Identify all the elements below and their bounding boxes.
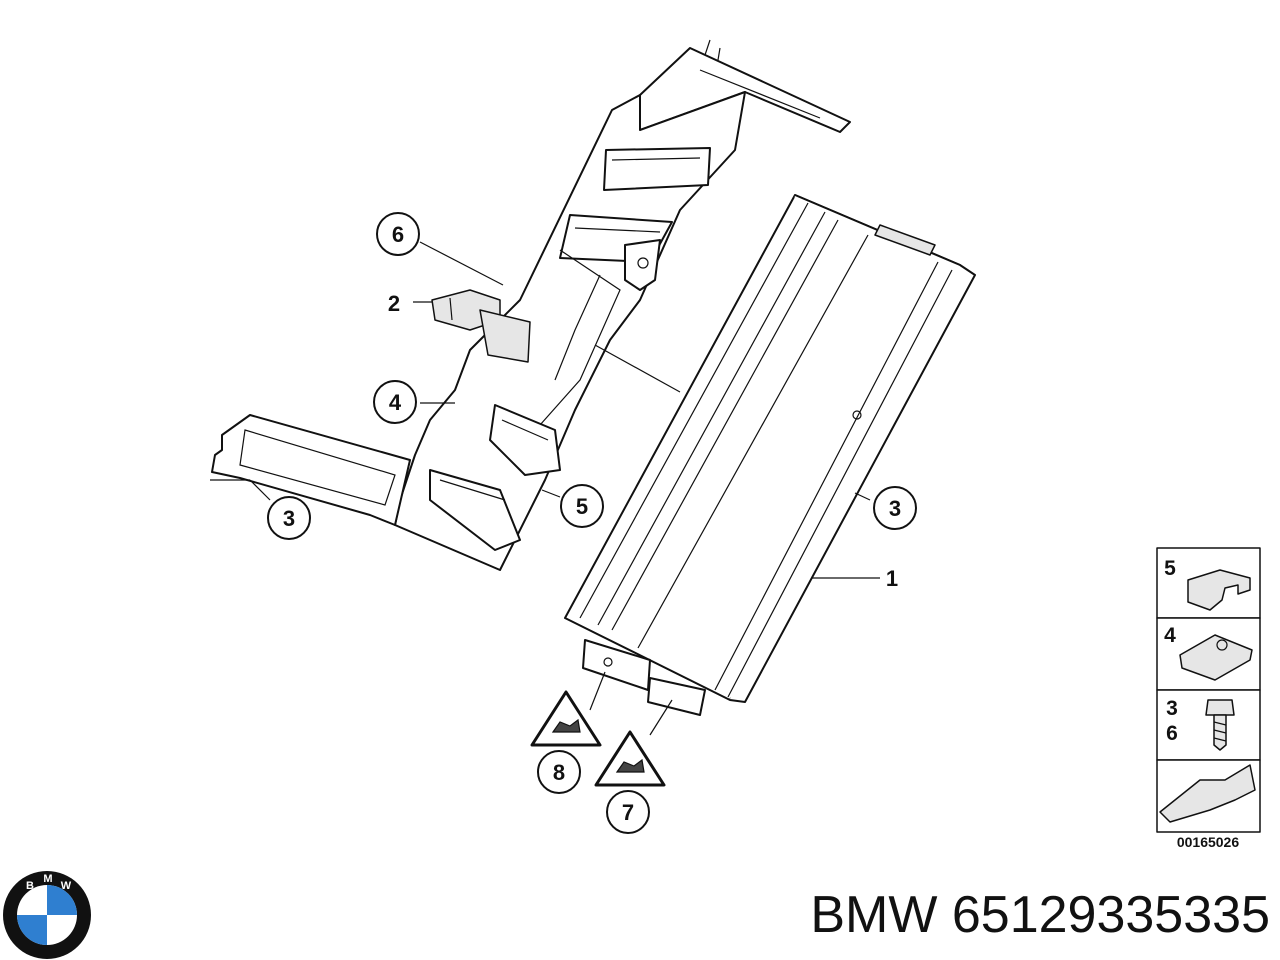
callout-5-text: 5 xyxy=(576,494,588,519)
callout-4-text: 4 xyxy=(389,390,402,415)
callout-7: 7 xyxy=(606,790,650,834)
callout-4: 4 xyxy=(373,380,417,424)
screw-icon xyxy=(1205,699,1235,751)
callout-2-text: 2 xyxy=(388,291,400,316)
legend-3-text: 3 xyxy=(1166,697,1178,720)
logo-letter-w: W xyxy=(61,880,72,892)
esd-warning-icon-8 xyxy=(530,690,602,747)
callout-8-text: 8 xyxy=(553,760,565,785)
callout-1-text: 1 xyxy=(886,566,898,591)
part-number-title: BMW 65129335335 xyxy=(810,886,1270,944)
logo-letter-b: B xyxy=(26,880,34,892)
callout-5: 5 xyxy=(560,484,604,528)
callout-8: 8 xyxy=(537,750,581,794)
callout-3-left: 3 xyxy=(267,496,311,540)
callout-6: 6 xyxy=(376,212,420,256)
speed-nut-icon xyxy=(1179,634,1253,681)
callout-7-text: 7 xyxy=(622,800,634,825)
u-clip-icon xyxy=(1187,569,1251,611)
bracket-assembly xyxy=(211,39,851,571)
callout-6-text: 6 xyxy=(392,222,404,247)
legend-5-text: 5 xyxy=(1164,557,1176,580)
esd-warning-icon-7 xyxy=(594,730,666,787)
legend-4-text: 4 xyxy=(1164,624,1176,647)
callout-3-left-text: 3 xyxy=(283,506,295,531)
diagram-id: 00165026 xyxy=(1177,834,1240,850)
leader-lines xyxy=(210,241,880,736)
arrow-icon xyxy=(1159,764,1256,823)
logo-letter-m: M xyxy=(43,873,52,885)
callout-3-right: 3 xyxy=(873,486,917,530)
legend-6-text: 6 xyxy=(1166,722,1178,745)
amplifier-unit xyxy=(564,194,976,716)
bmw-logo: B M W xyxy=(3,871,91,959)
callout-3-right-text: 3 xyxy=(889,496,901,521)
fastener-legend: 5 4 3 6 00165026 xyxy=(1156,547,1261,850)
